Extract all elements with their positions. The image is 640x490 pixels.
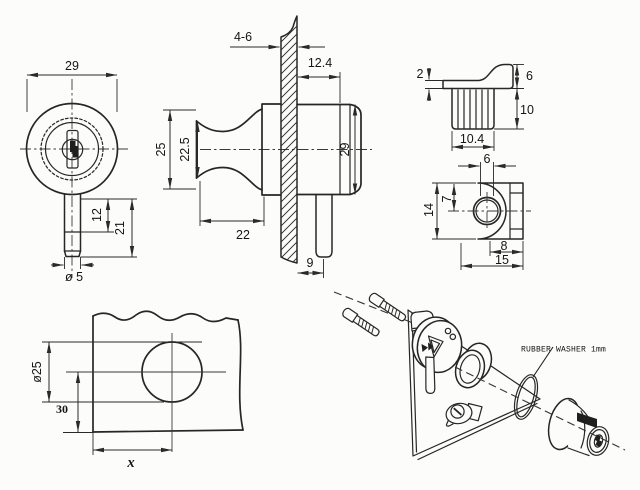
dim-template-edge: 30 bbox=[56, 402, 68, 416]
knurled-ring bbox=[40, 117, 104, 181]
front-stem bbox=[63, 193, 82, 258]
striker-flange bbox=[442, 63, 514, 90]
glass-pane-section bbox=[280, 15, 298, 264]
dim-catch-tab: 8 bbox=[501, 239, 508, 253]
dim-template-hole: ø25 bbox=[30, 361, 44, 383]
dim-catch-hole: 6 bbox=[484, 152, 491, 166]
washer-label-leader bbox=[532, 346, 554, 378]
rubber-washer bbox=[513, 374, 539, 420]
housing-profile bbox=[296, 103, 362, 258]
catch-body bbox=[477, 182, 524, 240]
drill-template-view: ø25 30 x bbox=[30, 310, 244, 471]
cam-back-plate bbox=[410, 310, 463, 395]
dim-catch-width: 15 bbox=[495, 253, 509, 267]
plate-leg bbox=[425, 356, 436, 395]
dim-catch-height: 14 bbox=[422, 203, 436, 217]
dim-template-x: x bbox=[126, 455, 134, 471]
dim-catch-offset: 7 bbox=[440, 195, 454, 202]
striker-view: 2 6 10 10.4 bbox=[417, 63, 534, 151]
dim-front-stem-total: 21 bbox=[113, 221, 127, 235]
spacer-ring bbox=[454, 342, 493, 389]
exploded-view: RUBBER WASHER 1mm bbox=[333, 291, 626, 461]
dim-striker-width: 10.4 bbox=[460, 132, 484, 146]
dim-knob-dia: 25 bbox=[154, 143, 168, 157]
dim-knob-waist: 22.5 bbox=[178, 137, 192, 161]
dim-striker-hook: 6 bbox=[526, 69, 533, 83]
dim-striker-lip: 2 bbox=[417, 67, 424, 81]
screw bbox=[342, 307, 380, 337]
dim-glass-thickness: 4-6 bbox=[234, 30, 252, 44]
dim-boss-depth: 12.4 bbox=[308, 56, 332, 70]
dim-front-stem-upper: 12 bbox=[90, 208, 104, 222]
glass-hatching bbox=[281, 16, 297, 263]
dim-front-stem-dia: ø 5 bbox=[65, 270, 83, 284]
cam-lever bbox=[421, 342, 434, 352]
plate-screw-hole bbox=[449, 333, 457, 341]
dim-knob-length: 22 bbox=[236, 228, 250, 242]
section-view: 4-6 12.4 25 22.5 29 22 9 bbox=[154, 15, 372, 278]
dim-stem-offset: 9 bbox=[307, 256, 314, 270]
catch-view: 6 14 7 8 15 bbox=[422, 152, 531, 270]
catch-with-screw bbox=[445, 402, 483, 427]
dim-striker-height: 10 bbox=[520, 103, 534, 117]
washer-label: RUBBER WASHER 1mm bbox=[521, 346, 606, 355]
dim-front-width: 29 bbox=[65, 59, 79, 73]
plate-screw-hole bbox=[444, 327, 452, 335]
assembly-axis-centerline bbox=[454, 366, 626, 451]
keyway bbox=[594, 434, 602, 447]
screw bbox=[368, 292, 407, 322]
section-stem bbox=[315, 193, 333, 258]
front-view: 29 12 21 ø 5 bbox=[20, 59, 137, 284]
lock-cylinder bbox=[547, 397, 610, 457]
keyhole bbox=[61, 129, 84, 169]
glass-panel-corner bbox=[92, 310, 244, 433]
striker-ribbed-body bbox=[451, 87, 495, 130]
dim-housing-dia: 29 bbox=[338, 143, 352, 157]
cam-driver-bar bbox=[577, 412, 597, 428]
